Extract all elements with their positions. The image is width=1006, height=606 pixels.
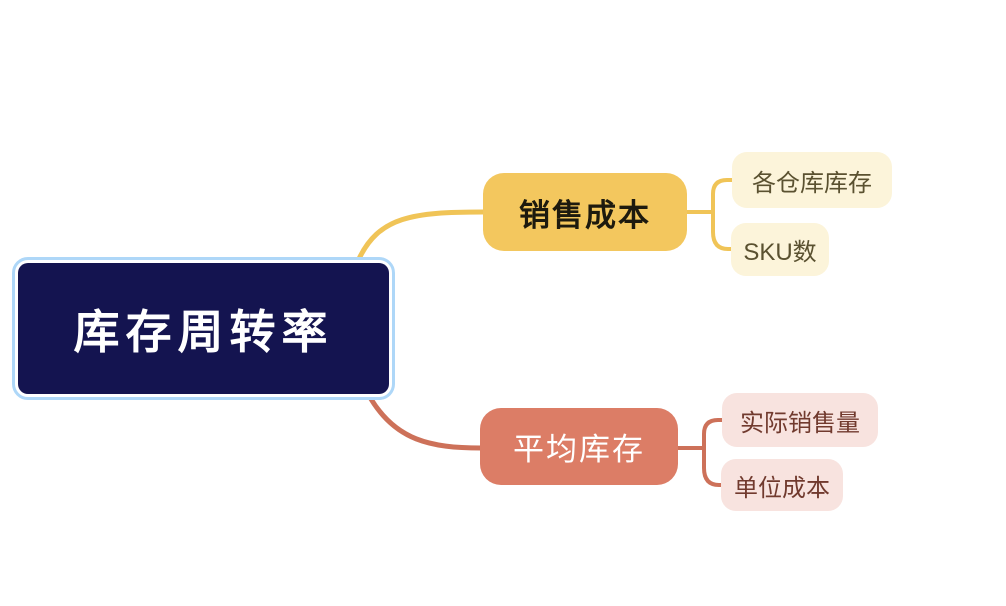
child-node-actual-sales-volume[interactable]: 实际销售量 xyxy=(722,393,878,447)
root-node-body: 库存周转率 xyxy=(18,263,389,394)
branch-node-average-inventory[interactable]: 平均库存 xyxy=(480,408,678,485)
curve-root-to-average-inventory xyxy=(368,396,484,451)
child-node-sku-count[interactable]: SKU数 xyxy=(731,223,829,276)
branch-node-cost-of-sales[interactable]: 销售成本 xyxy=(483,173,687,251)
child-node-unit-cost[interactable]: 单位成本 xyxy=(721,459,843,511)
curve-root-to-cost-of-sales xyxy=(355,209,486,264)
root-node-label: 库存周转率 xyxy=(73,305,334,358)
root-node[interactable]: 库存周转率 xyxy=(12,257,395,400)
child-node-warehouse-inventory[interactable]: 各仓库库存 xyxy=(732,152,892,208)
bracket-cost-of-sales-children xyxy=(711,178,734,251)
bracket-average-inventory-children xyxy=(702,418,724,487)
